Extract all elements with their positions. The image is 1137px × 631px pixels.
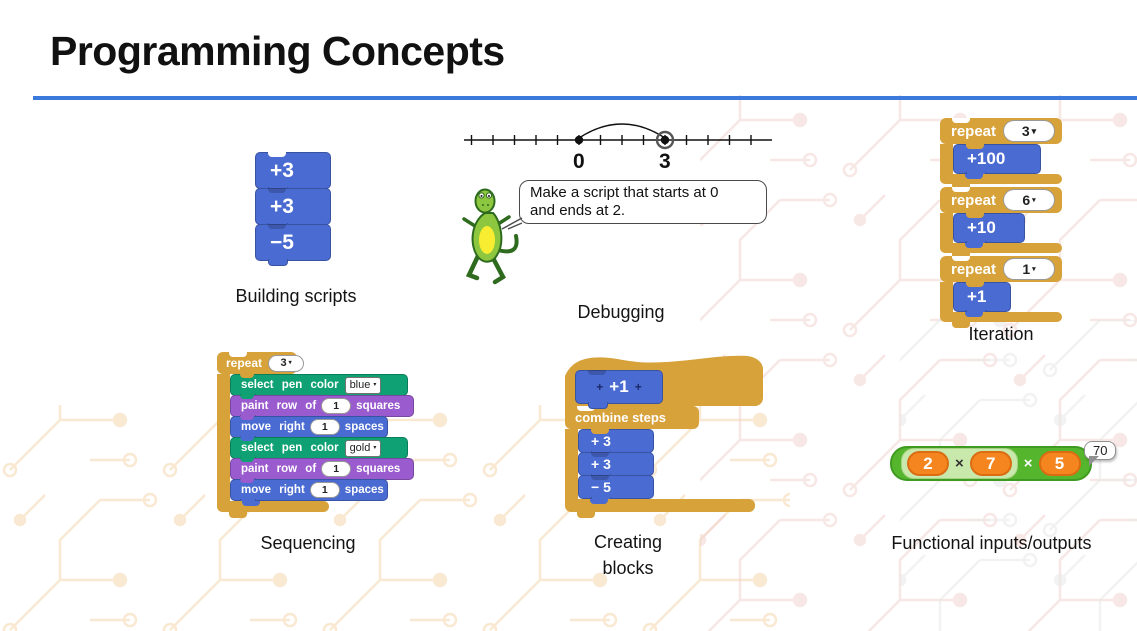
repeat-keyword: repeat <box>951 122 997 140</box>
repeat-arm <box>940 144 953 174</box>
dropdown-arrow-icon: ▾ <box>373 444 377 451</box>
number-input: 1 <box>309 482 340 498</box>
repeat-keyword: repeat <box>951 191 997 209</box>
repeat-count-input: 1 ▾ <box>1003 258 1056 280</box>
nested-multiply-block: 2 × 7 <box>901 448 1018 479</box>
multiply-icon: × <box>1023 455 1033 472</box>
repeat-count-input: 3 ▾ <box>268 354 305 372</box>
speech-bubble: Make a script that starts at 0 and ends … <box>519 180 767 224</box>
iteration-figure: repeat 3 ▾ +100 repeat 6 ▾ <box>940 118 1062 328</box>
repeat-count-input: 6 ▾ <box>1003 189 1056 211</box>
dropdown-arrow-icon: ▾ <box>288 360 292 366</box>
define-foot <box>565 499 755 518</box>
paint-row-block: paint row of 1 squares <box>230 395 414 421</box>
caption-functional: Functional inputs/outputs <box>891 533 1092 553</box>
repeat-foot <box>940 312 1062 328</box>
speech-line2: and ends at 2. <box>530 202 626 219</box>
scratch-block-plus10: +10 <box>953 213 1025 248</box>
block-label: +3 <box>270 158 294 182</box>
scratch-block-plus3: +3 <box>255 152 331 194</box>
operand-input: 7 <box>969 451 1012 476</box>
jump-arc <box>578 123 666 139</box>
caption-iteration: Iteration <box>968 324 1034 344</box>
repeat-keyword: repeat <box>226 356 263 370</box>
repeat-arm <box>217 374 230 501</box>
repeat-foot <box>940 243 1062 259</box>
numberline-label-0: 0 <box>573 150 585 173</box>
multiply-icon: × <box>955 455 964 472</box>
scratch-block-plus1: +1 <box>953 282 1011 317</box>
number-input: 1 <box>321 398 352 414</box>
repeat-foot <box>940 174 1062 190</box>
repeat-block-3: repeat 1 ▾ +1 <box>940 256 1062 328</box>
repeat-arm <box>940 282 953 312</box>
tick-marks <box>470 135 752 145</box>
numberline-label-3: 3 <box>659 150 671 173</box>
combine-steps-header: combine steps <box>565 406 699 429</box>
repeat-arm <box>940 213 953 243</box>
number-input: 1 <box>321 461 352 477</box>
repeat-count-input: 3 ▾ <box>1003 120 1056 142</box>
select-pen-color-block: select pen color gold ▾ <box>230 437 408 463</box>
move-right-block: move right 1 spaces <box>230 479 388 505</box>
custom-block-prototype: + +1 + <box>575 370 663 409</box>
building-scripts-figure: +3 +3 −5 <box>255 152 331 266</box>
scratch-block-minus5: − 5 <box>578 475 654 504</box>
speech-line1: Make a script that starts at 0 <box>530 184 719 201</box>
number-line: 0 3 <box>464 123 772 173</box>
add-input-icon: + <box>596 380 604 394</box>
select-pen-color-block: select pen color blue ▾ <box>230 374 408 400</box>
paint-row-block: paint row of 1 squares <box>230 458 414 484</box>
repeat-foot <box>217 501 329 518</box>
scratch-block-plus100: +100 <box>953 144 1041 179</box>
speech-bubble-tail <box>501 217 523 230</box>
start-point-dot <box>574 135 584 145</box>
repeat-block-1: repeat 3 ▾ +100 <box>940 118 1062 190</box>
repeat-block-2: repeat 6 ▾ +10 <box>940 187 1062 259</box>
scratch-block-minus5: −5 <box>255 224 331 266</box>
block-label: −5 <box>270 230 294 254</box>
operand-input: 5 <box>1038 451 1081 476</box>
add-input-icon: + <box>634 380 642 394</box>
move-right-block: move right 1 spaces <box>230 416 388 442</box>
repeat-arm <box>565 429 578 499</box>
dropdown-arrow-icon: ▾ <box>1032 196 1036 204</box>
dropdown-arrow-icon: ▾ <box>1032 265 1036 273</box>
dragon-character <box>462 188 519 285</box>
pen-color-dropdown: blue ▾ <box>344 376 382 394</box>
block-label: +3 <box>270 194 294 218</box>
sequencing-figure: repeat 3 ▾ select pen color blue ▾ paint… <box>217 352 414 518</box>
caption-building-scripts: Building scripts <box>235 286 357 306</box>
result-bubble: 70 <box>1084 441 1117 466</box>
multiply-operator-block: 2 × 7 × 5 <box>890 446 1092 481</box>
dropdown-arrow-icon: ▾ <box>373 381 377 388</box>
operand-input: 2 <box>907 451 949 476</box>
title-underline <box>33 96 1137 100</box>
repeat-keyword: repeat <box>951 260 997 278</box>
number-input: 1 <box>309 419 340 435</box>
functional-figure: 2 × 7 × 5 70 <box>890 441 1117 481</box>
scratch-block-plus3b: + 3 <box>578 452 654 481</box>
scratch-block-plus3: + 3 <box>578 429 654 458</box>
caption-sequencing: Sequencing <box>260 533 356 553</box>
end-point-ring <box>655 130 675 150</box>
scratch-block-plus3b: +3 <box>255 188 331 230</box>
end-point-dot <box>660 135 670 145</box>
dropdown-arrow-icon: ▾ <box>1031 125 1037 136</box>
creating-blocks-figure: + +1 + combine steps + 3 + 3 − 5 <box>565 352 765 518</box>
pen-color-dropdown: gold ▾ <box>344 439 382 457</box>
caption-debugging: Debugging <box>577 302 665 322</box>
caption-creating-blocks: Creating blocks <box>593 532 663 578</box>
page-title: Programming Concepts <box>50 28 505 74</box>
